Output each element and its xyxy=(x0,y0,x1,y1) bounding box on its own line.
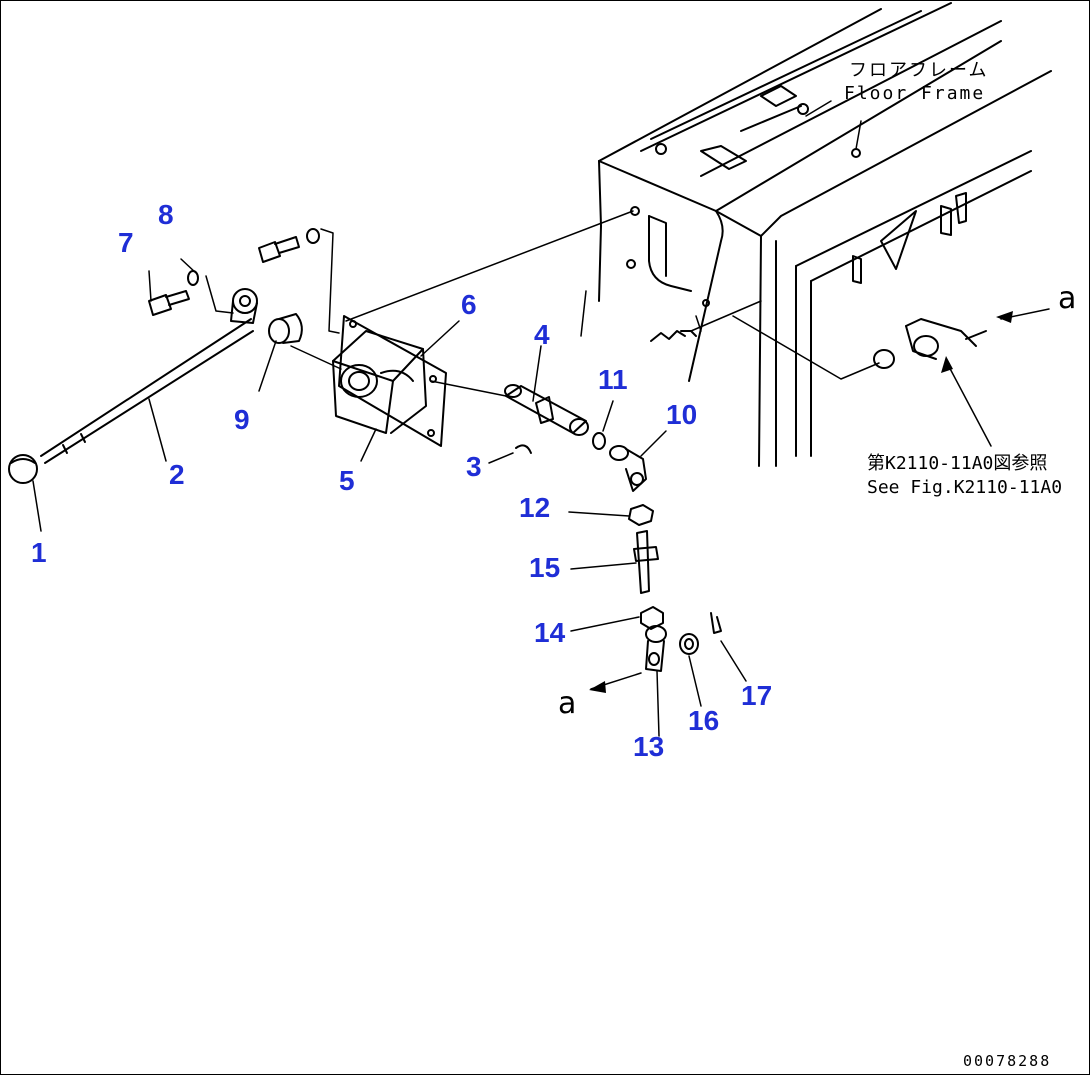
part-9-bushing xyxy=(268,313,303,344)
part-12-nut xyxy=(628,504,654,526)
callout-6: 6 xyxy=(461,289,477,320)
lever-upper-right xyxy=(873,318,987,369)
part-7-bolt xyxy=(148,290,190,316)
part-3-pin xyxy=(515,444,532,454)
part-11-washer xyxy=(592,432,606,450)
part-5-housing xyxy=(332,330,427,434)
callout-1: 1 xyxy=(31,537,47,568)
part-17-cotter-pin xyxy=(710,612,722,634)
callout-9: 9 xyxy=(234,404,250,435)
drawing-number: 00078288 xyxy=(963,1052,1052,1070)
callout-3: 3 xyxy=(466,451,482,482)
callout-17: 17 xyxy=(741,680,773,711)
callout-8: 8 xyxy=(158,199,174,230)
part-4-shaft xyxy=(504,384,589,436)
reference-a-bottom: a xyxy=(558,686,577,721)
floor-frame-label-en: Floor Frame xyxy=(844,83,986,104)
arrow-heads xyxy=(589,311,1013,693)
part-10-ball-joint xyxy=(609,445,647,492)
part-6-gasket-plate xyxy=(338,315,447,447)
callout-4: 4 xyxy=(534,319,550,350)
callout-12: 12 xyxy=(519,492,551,523)
callout-5: 5 xyxy=(339,465,355,496)
floor-frame-label-jp: フロアフレーム xyxy=(849,60,989,81)
see-fig-label-en: See Fig.K2110-11A0 xyxy=(867,477,1063,498)
see-fig-label-jp: 第K2110-11A0図参照 xyxy=(867,453,1048,474)
callout-10: 10 xyxy=(666,399,698,430)
callout-13: 13 xyxy=(633,731,665,762)
callout-2: 2 xyxy=(169,459,185,490)
part-16-nut xyxy=(679,633,699,655)
callout-14: 14 xyxy=(534,617,566,648)
callout-15: 15 xyxy=(529,552,561,583)
floor-frame xyxy=(598,2,1052,467)
part-1-knob xyxy=(8,454,38,484)
callout-7: 7 xyxy=(118,227,134,258)
callout-11: 11 xyxy=(598,364,628,395)
part-14-nut xyxy=(640,606,664,630)
callout-16: 16 xyxy=(688,705,720,736)
reference-a-top: a xyxy=(1058,281,1077,316)
leader-lines xyxy=(32,100,1050,737)
part-13-rod-end xyxy=(645,625,667,672)
part-15-adjuster xyxy=(633,530,659,594)
part-2-rod xyxy=(40,288,258,464)
bolt-upper xyxy=(258,228,320,263)
